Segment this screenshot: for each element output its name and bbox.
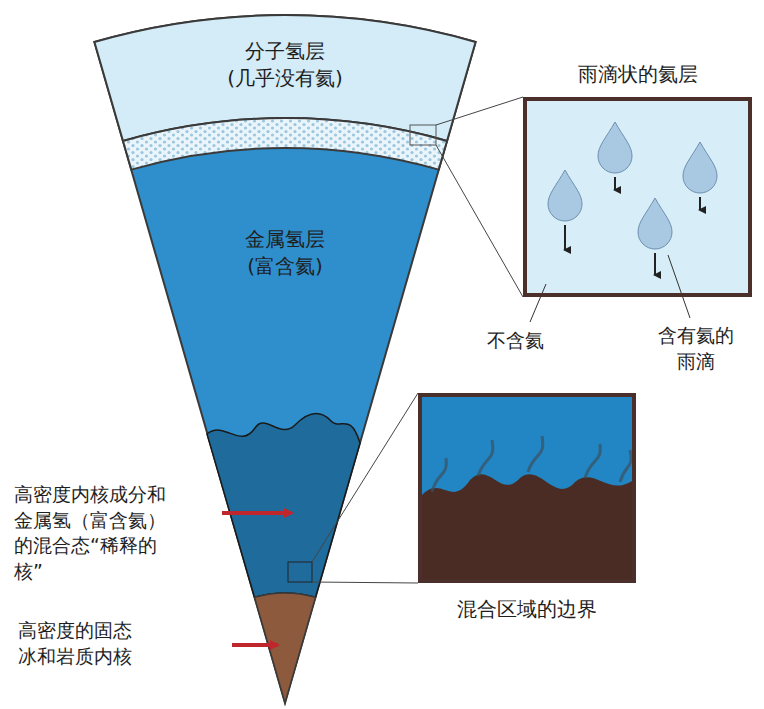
helium-rain-inset: 雨滴状的氦层 xyxy=(523,97,752,297)
mixing-boundary-inset: 混合区域的边界 xyxy=(418,393,636,583)
layer-label: 高密度的固态冰和岩质内核 xyxy=(18,618,140,669)
layer-name: 分子氢层 xyxy=(160,38,410,65)
callout-label: 不含氦 xyxy=(470,328,560,354)
callout-label: 含有氦的雨滴 xyxy=(655,323,737,374)
inset-heading: 混合区域的边界 xyxy=(402,596,652,623)
molecular-hydrogen-layer: 分子氢层(几乎没有氦) xyxy=(160,38,410,108)
layer-note: (几乎没有氦) xyxy=(160,65,410,92)
inset-heading: 雨滴状的氦层 xyxy=(507,61,764,88)
layer-name: 金属氢层 xyxy=(180,226,390,253)
layer-label: 高密度内核成分和金属氢（富含氦）的混合态“稀释的核” xyxy=(14,482,179,585)
metallic-hydrogen-layer: 金属氢层(富含氦) xyxy=(180,226,390,296)
layer-note: (富含氦) xyxy=(180,253,390,280)
